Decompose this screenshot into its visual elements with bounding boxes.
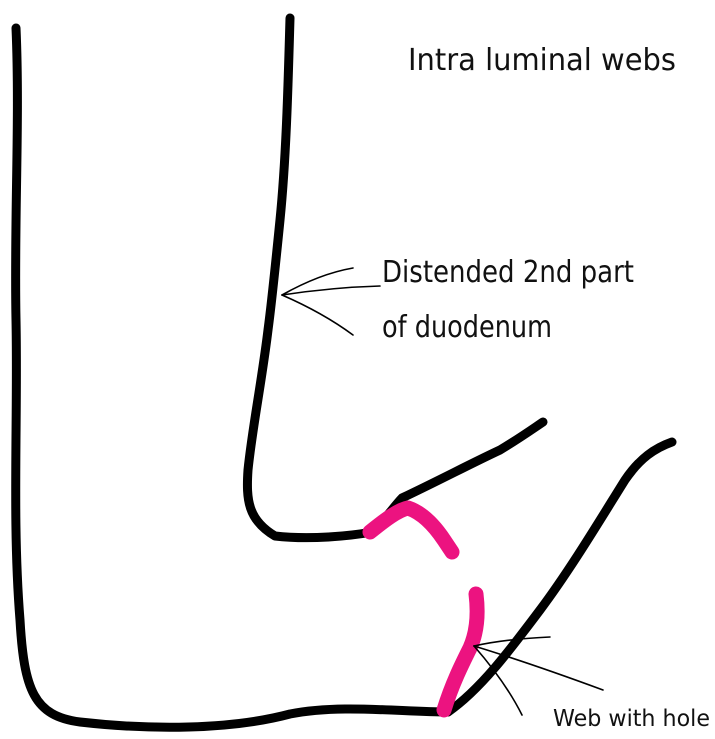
distended-leader-lines [282,268,380,335]
web-label: Web with hole [553,706,710,732]
distended-label-line2: of duodenum [382,310,552,345]
duodenal-outer-wall [16,28,672,727]
diagram-title: Intra luminal webs [408,43,676,78]
distended-label-line1: Distended 2nd part [382,255,634,290]
web-upper-segment [370,508,452,552]
